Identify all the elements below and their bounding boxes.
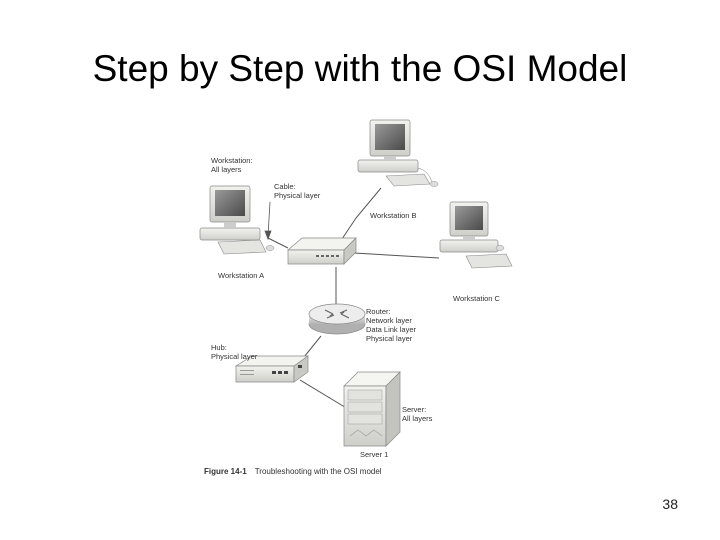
osi-network-diagram: Workstation: All layers Cable: Physical …: [196, 110, 536, 485]
cable-switch-wsc: [353, 252, 440, 259]
network-illustration: [199, 119, 513, 447]
switch-icon: [287, 237, 357, 265]
workstation-a-note-line-2: All layers: [211, 165, 242, 174]
router-label-line-4: Physical layer: [366, 334, 413, 343]
router-label-line-2: Network layer: [366, 316, 412, 325]
cable-label: Cable: Physical layer: [274, 182, 320, 200]
cable-hub-server: [299, 379, 349, 410]
workstation-a-icon: [199, 185, 275, 255]
server-note-line-2: All layers: [402, 414, 433, 423]
figure-caption: Figure 14-1 Troubleshooting with the OSI …: [204, 467, 382, 476]
server-note: Server: All layers: [402, 405, 432, 423]
hub-label-line-1: Hub:: [211, 343, 227, 352]
hub-label-line-2: Physical layer: [211, 352, 258, 361]
server-1-label: Server 1: [360, 450, 389, 459]
workstation-c-label: Workstation C: [453, 294, 500, 303]
workstation-a-note-line-1: Workstation:: [211, 156, 253, 165]
hub-icon: [234, 355, 310, 383]
router-label-line-1: Router:: [366, 307, 391, 316]
slide-title: Step by Step with the OSI Model: [92, 48, 628, 89]
server-icon: [343, 371, 401, 447]
figure-caption-text: Troubleshooting with the OSI model: [254, 467, 382, 476]
network-cables: [267, 187, 440, 410]
cable-label-line-2: Physical layer: [274, 191, 321, 200]
workstation-b-label: Workstation B: [370, 211, 417, 220]
workstation-b-icon: [357, 119, 439, 187]
hub-label: Hub: Physical layer: [211, 343, 257, 361]
workstation-a-label: Workstation A: [218, 271, 265, 280]
router-label: Router: Network layer Data Link layer Ph…: [366, 307, 416, 343]
server-note-line-1: Server:: [402, 405, 427, 414]
workstation-a-note: Workstation: All layers: [211, 156, 253, 174]
cable-wsb-switch: [337, 187, 382, 246]
slide-number: 38: [662, 496, 678, 512]
figure-number: Figure 14-1: [204, 467, 247, 476]
router-icon: [308, 303, 366, 335]
cable-wsa-switch: [267, 237, 289, 249]
cable-label-line-1: Cable:: [274, 182, 296, 191]
workstation-c-icon: [439, 201, 513, 269]
router-label-line-3: Data Link layer: [366, 325, 417, 334]
cable-pointer-arrow: [264, 201, 272, 241]
